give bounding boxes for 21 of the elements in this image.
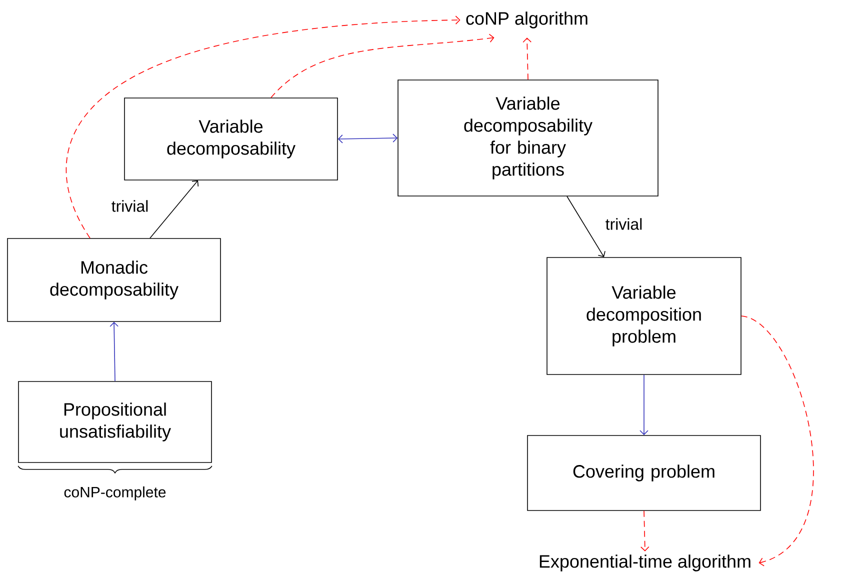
- arrow: [522, 38, 532, 80]
- edge-label: trivial: [604, 217, 644, 231]
- result-label: coNP algorithm: [466, 12, 588, 28]
- process-box: Variable decomposition problem: [546, 257, 742, 375]
- process-box: Propositional unsatisfiability: [18, 381, 212, 463]
- process-box: Variable decomposability: [124, 98, 338, 180]
- arrow: [566, 196, 606, 258]
- brace-label: coNP-complete: [64, 486, 166, 500]
- arrow: [66, 16, 460, 238]
- arrow: [640, 374, 648, 436]
- arrow: [640, 510, 650, 552]
- arrow: [270, 34, 494, 98]
- process-box: Covering problem: [527, 435, 761, 511]
- process-box: Monadic decomposability: [7, 238, 221, 322]
- result-label: Exponential-time algorithm: [540, 554, 750, 572]
- arrow: [150, 180, 199, 238]
- process-box: Variable decomposability for binary partitions: [398, 80, 658, 196]
- arrow: [338, 134, 398, 144]
- arrow: [741, 316, 814, 566]
- edge-label: trivial: [110, 199, 150, 213]
- arrow: [110, 322, 118, 382]
